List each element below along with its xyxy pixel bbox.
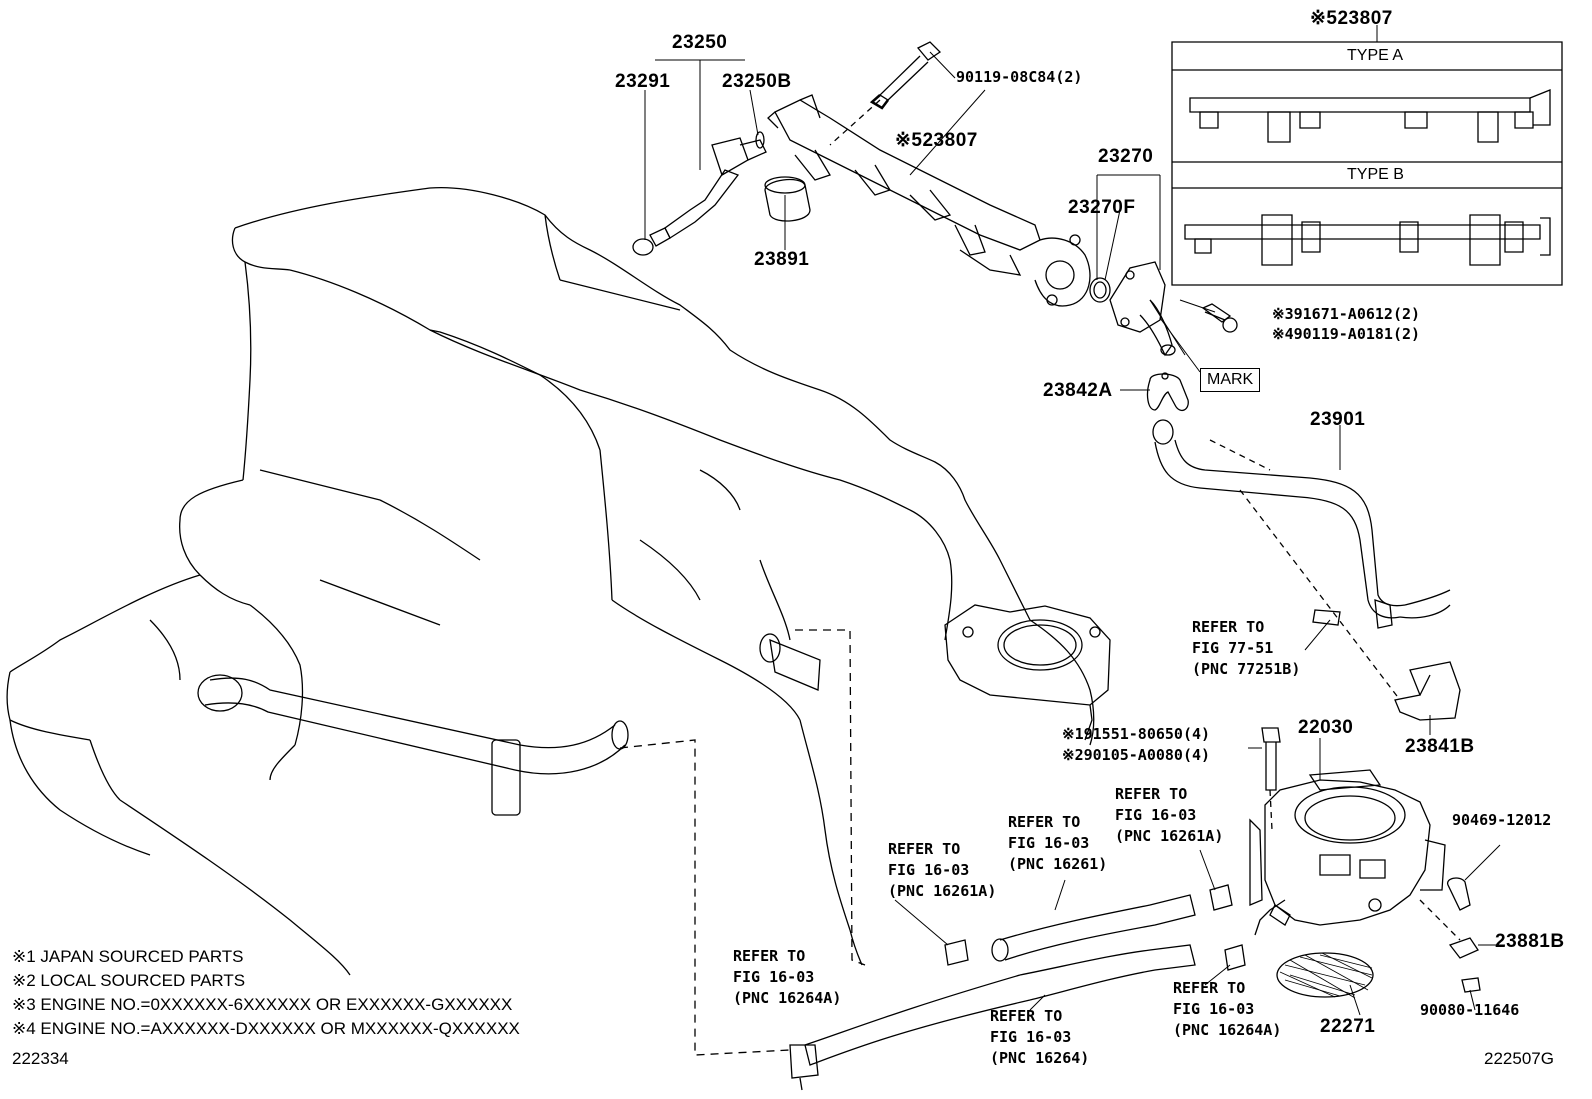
ref-16264A-left: REFER TO FIG 16-03 (PNC 16264A) [733,947,842,1007]
ref-fig-77-51: REFER TO FIG 77-51 (PNC 77251B) [1192,618,1301,678]
type-a-rail [1190,90,1550,142]
label-23891: 23891 [754,249,810,270]
small-parts-right [1420,845,1505,1010]
water-hoses [790,885,1245,1090]
label-90105: ※290105-A0080(4) [1062,746,1211,764]
bolt-91671 [1203,304,1237,332]
ref-16264: REFER TO FIG 16-03 (PNC 16264) [990,1007,1090,1067]
label-23901: 23901 [1310,409,1366,430]
injector [633,132,766,255]
label-90469: 90469-12012 [1452,811,1552,829]
label-23250B: 23250B [722,71,792,92]
label-23270: 23270 [1098,146,1154,167]
label-22271: 22271 [1320,1016,1376,1037]
fuel-pipe-23270 [1090,262,1185,355]
type-a-title: TYPE A [1347,47,1404,64]
footnote-4: ※4 ENGINE NO.=AXXXXXX-DXXXXXX OR MXXXXXX… [12,1019,520,1038]
intake-flange [945,605,1110,740]
label-23807-box: ※523807 [1310,8,1393,29]
label-22030: 22030 [1298,717,1354,738]
type-b-title: TYPE B [1347,166,1404,183]
footnote-2: ※2 LOCAL SOURCED PARTS [12,971,246,990]
ref-16261: REFER TO FIG 16-03 (PNC 16261) [1008,813,1108,873]
label-23270F: 23270F [1068,197,1136,218]
label-23881B: 23881B [1495,931,1565,952]
label-90119-08C84: 90119-08C84(2) [956,68,1083,86]
throttle-body [1250,770,1445,935]
ref-16261A-right: REFER TO FIG 16-03 (PNC 16261A) [1115,785,1224,845]
cushion-23891 [765,177,810,221]
type-b-rail [1185,215,1550,265]
mark-leader [1160,318,1200,372]
bolt-90119-08C84 [830,42,955,145]
label-23250: 23250 [672,32,728,53]
label-23807-main: ※523807 [895,130,978,151]
type-box [1172,25,1562,285]
ref-16261A-left: REFER TO FIG 16-03 (PNC 16261A) [888,840,997,900]
fuel-rail [768,90,1090,306]
bracket-23841B [1395,662,1460,720]
leader-lines [645,60,1430,1010]
engine-front-hose [760,630,865,965]
ref-16264A-right: REFER TO FIG 16-03 (PNC 16264A) [1173,979,1282,1039]
illustration-code-left: 222334 [12,1049,69,1068]
label-23291: 23291 [615,71,671,92]
footnote-1: ※1 JAPAN SOURCED PARTS [12,947,244,966]
label-90080: 90080-11646 [1420,1001,1520,1019]
label-90119-A0181: ※490119-A0181(2) [1272,325,1421,343]
engine-outline [7,188,1094,975]
label-91551: ※191551-80650(4) [1062,725,1211,743]
label-91671: ※391671-A0612(2) [1272,305,1421,323]
fuel-hose-23901 [1153,420,1450,700]
label-23841B: 23841B [1405,736,1475,757]
clip-23842A [1148,373,1189,410]
left-hose [198,675,790,1055]
mark-label: MARK [1200,368,1261,392]
gasket-22271 [1277,953,1373,1015]
footnote-3: ※3 ENGINE NO.=0XXXXXX-6XXXXXX OR EXXXXXX… [12,995,513,1014]
label-23842A: 23842A [1043,380,1113,401]
illustration-code-right: 222507G [1484,1049,1554,1068]
bolt-91551 [1248,728,1280,830]
